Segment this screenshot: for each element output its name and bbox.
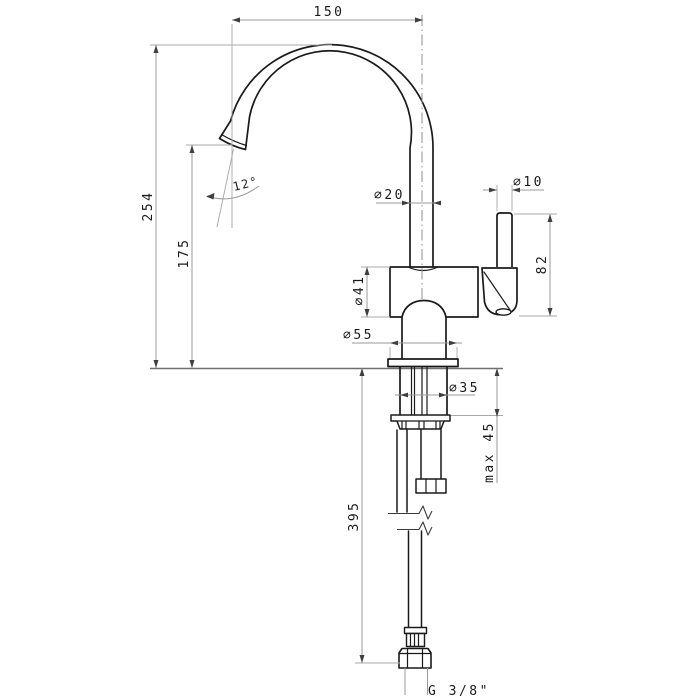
dim-body-diameter-label: ⌀41 bbox=[352, 275, 367, 306]
left-hose-upper bbox=[396, 429, 408, 513]
dim-hose-length-label: 395 bbox=[347, 501, 362, 532]
dim-shank-diameter: ⌀35 bbox=[395, 381, 480, 398]
dim-base-plate-diameter-label: ⌀55 bbox=[343, 328, 374, 343]
right-pipe bbox=[420, 429, 442, 480]
handle-base bbox=[481, 267, 518, 316]
dim-outlet-angle-label: 12° bbox=[231, 174, 260, 194]
thread-callout: G 3/8" bbox=[428, 684, 490, 699]
dim-max-mounting-thickness: max 45 bbox=[451, 368, 503, 483]
dim-spout-reach-label: 150 bbox=[314, 5, 345, 20]
dim-base-plate-diameter: ⌀55 bbox=[343, 328, 462, 358]
dim-spout-reach: 150 bbox=[231, 5, 423, 228]
dim-lever-diameter-label: ⌀10 bbox=[513, 175, 544, 190]
thread-stub bbox=[404, 668, 428, 695]
dim-spout-tube-diameter: ⌀20 bbox=[374, 188, 441, 206]
dim-max-mounting-thickness-label: max 45 bbox=[482, 421, 497, 483]
mounting-nut-outline bbox=[390, 414, 451, 430]
fitting-collar-ribs bbox=[409, 633, 420, 647]
hose-fitting bbox=[398, 626, 432, 695]
supply-hose bbox=[407, 530, 423, 628]
handle-base-cap bbox=[495, 308, 512, 316]
fitting-hex-nut bbox=[398, 647, 432, 669]
dim-shank-diameter-label: ⌀35 bbox=[449, 381, 480, 396]
dim-outlet-height-label: 175 bbox=[177, 238, 192, 269]
pipe-hex-facets bbox=[425, 478, 437, 494]
dim-outlet-angle: 12° bbox=[206, 148, 260, 228]
inner-hose-lines bbox=[410, 366, 428, 416]
break-lines bbox=[388, 505, 433, 536]
break-line-upper bbox=[388, 505, 433, 520]
base-plate-outline bbox=[387, 358, 459, 368]
body-outline bbox=[389, 266, 479, 318]
handle-cone-line bbox=[483, 271, 511, 311]
mounting-nut-ribs bbox=[396, 420, 445, 430]
spout-outline bbox=[218, 43, 434, 268]
pipe-hex-nut bbox=[415, 478, 447, 494]
mixer-body bbox=[389, 266, 479, 318]
dim-handle-height-label: 82 bbox=[535, 254, 550, 275]
lever-rod bbox=[496, 212, 513, 267]
mounting-nut bbox=[390, 414, 451, 430]
supply-tubes bbox=[396, 429, 447, 513]
dim-outlet-height: 175 bbox=[177, 144, 232, 368]
spout-and-riser bbox=[218, 43, 434, 268]
hose-lower bbox=[407, 530, 423, 628]
dim-hose-length: 395 bbox=[347, 368, 400, 664]
riser-body-fillet bbox=[407, 266, 439, 272]
dim-lever-diameter: ⌀10 bbox=[483, 175, 544, 211]
fitting-collar-flange bbox=[403, 626, 428, 635]
thread-callout-label: G 3/8" bbox=[428, 684, 490, 699]
spout-mouth-face bbox=[220, 133, 248, 147]
dim-overall-height: 254 bbox=[141, 44, 332, 368]
fitting-hex-facets bbox=[398, 648, 432, 669]
base-column bbox=[401, 316, 447, 360]
mounting-shank bbox=[399, 366, 448, 416]
dim-handle-height: 82 bbox=[514, 213, 557, 317]
dim-overall-height-label: 254 bbox=[141, 191, 156, 222]
break-line-lower bbox=[397, 521, 433, 536]
handle bbox=[481, 212, 518, 316]
dim-body-diameter: ⌀41 bbox=[352, 266, 390, 318]
fitting-collar-body bbox=[405, 632, 426, 648]
dim-spout-tube-diameter-label: ⌀20 bbox=[374, 188, 405, 203]
base-plate bbox=[387, 358, 459, 368]
